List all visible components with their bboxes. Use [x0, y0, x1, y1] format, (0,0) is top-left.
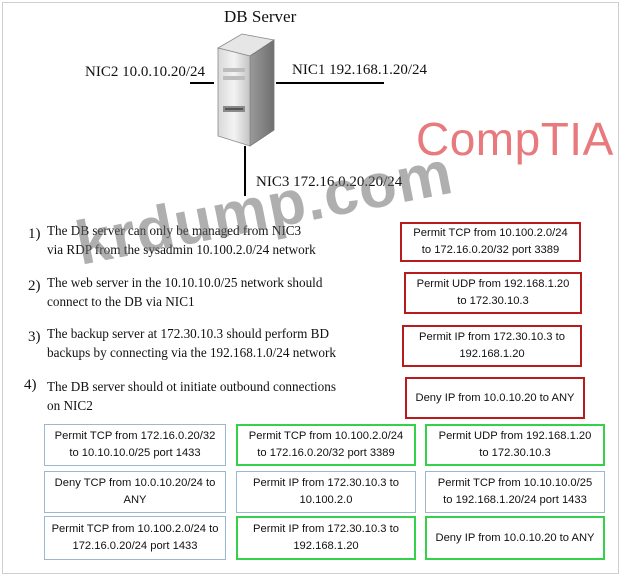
requirement-3-line1: The backup server at 172.30.10.3 should …: [47, 326, 329, 341]
option-card[interactable]: Permit TCP from 10.100.2.0/24 to 172.16.…: [236, 424, 416, 466]
option-card[interactable]: Permit TCP from 10.100.2.0/24 to 172.16.…: [44, 516, 226, 560]
requirement-1-text: The DB server can only be managed from N…: [47, 221, 316, 259]
requirement-1-number: 1): [28, 226, 41, 242]
nic2-link-line: [190, 82, 214, 84]
db-server-title: DB Server: [224, 7, 297, 26]
comptia-logo: CompTIA: [416, 113, 614, 165]
requirement-4-line1: The DB server should ot initiate outboun…: [47, 379, 336, 394]
requirement-2-number: 2): [28, 278, 41, 294]
option-card[interactable]: Permit IP from 172.30.10.3 to 10.100.2.0: [236, 471, 416, 513]
answer-slot-1[interactable]: Permit TCP from 10.100.2.0/24 to 172.16.…: [400, 222, 581, 262]
nic2-label: NIC2 10.0.10.20/24: [85, 64, 205, 80]
answer-slot-2[interactable]: Permit UDP from 192.168.1.20 to 172.30.1…: [404, 272, 582, 314]
requirement-4-text: The DB server should ot initiate outboun…: [47, 377, 336, 415]
requirement-3-text: The backup server at 172.30.10.3 should …: [47, 324, 336, 362]
nic1-link-line: [276, 82, 384, 84]
option-card[interactable]: Permit TCP from 10.10.10.0/25 to 192.168…: [425, 471, 605, 513]
requirement-1-line2: via RDP from the sysadmin 10.100.2.0/24 …: [47, 242, 316, 257]
answer-slot-3[interactable]: Permit IP from 172.30.10.3 to 192.168.1.…: [402, 325, 582, 367]
requirement-3-line2: backups by connecting via the 192.168.1.…: [47, 345, 336, 360]
option-card[interactable]: Deny IP from 10.0.10.20 to ANY: [425, 516, 605, 560]
requirement-4-line2: on NIC2: [47, 398, 93, 413]
requirement-3-number: 3): [28, 329, 41, 345]
requirement-2-line2: connect to the DB via NIC1: [47, 294, 195, 309]
nic1-label: NIC1 192.168.1.20/24: [292, 62, 427, 78]
requirement-2-line1: The web server in the 10.10.10.0/25 netw…: [47, 275, 323, 290]
option-card[interactable]: Permit UDP from 192.168.1.20 to 172.30.1…: [425, 424, 605, 466]
server-icon: [216, 33, 276, 147]
requirement-4-number: 4): [24, 377, 37, 393]
option-card[interactable]: Permit TCP from 172.16.0.20/32 to 10.10.…: [44, 424, 226, 466]
nic3-label: NIC3 172.16.0.20.20/24: [256, 174, 403, 190]
answer-slot-4[interactable]: Deny IP from 10.0.10.20 to ANY: [405, 377, 585, 419]
option-card[interactable]: Deny TCP from 10.0.10.20/24 to ANY: [44, 471, 226, 513]
option-card[interactable]: Permit IP from 172.30.10.3 to 192.168.1.…: [236, 516, 416, 560]
nic3-link-line: [244, 146, 246, 196]
requirement-2-text: The web server in the 10.10.10.0/25 netw…: [47, 273, 322, 311]
requirement-1-line1: The DB server can only be managed from N…: [47, 223, 302, 238]
